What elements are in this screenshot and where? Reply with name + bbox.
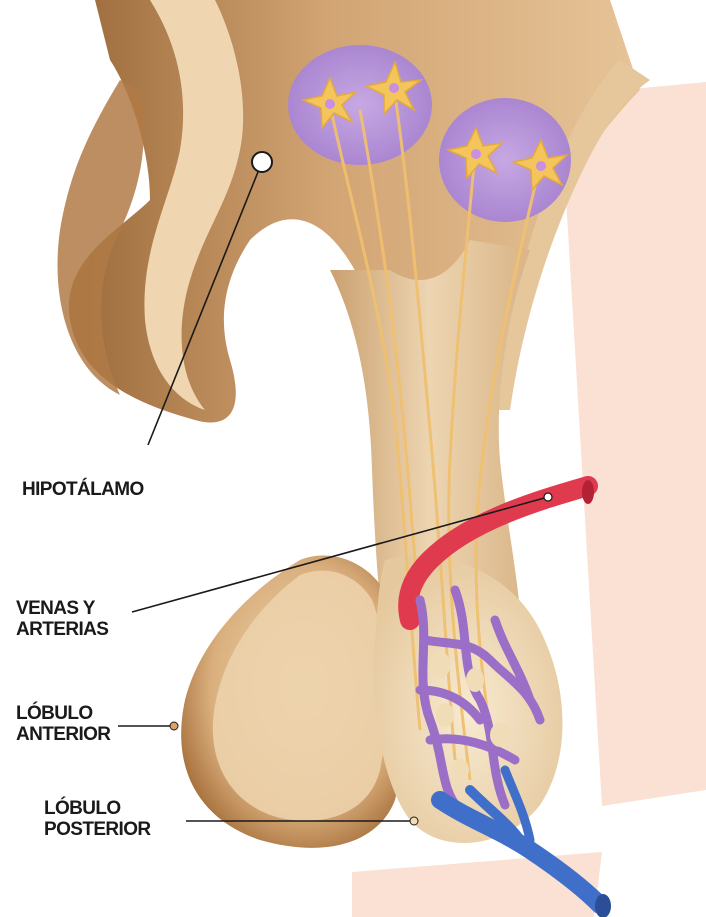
pointer-marker-anterior	[170, 722, 178, 730]
pointer-marker-venas	[544, 493, 552, 501]
label-lobulo-anterior: LÓBULO ANTERIOR	[16, 703, 110, 745]
background-panel	[560, 82, 706, 806]
label-hipotalamo: HIPOTÁLAMO	[22, 479, 144, 500]
label-lobulo-posterior: LÓBULO POSTERIOR	[44, 798, 151, 840]
pointer-marker-posterior	[410, 817, 418, 825]
label-venas-arterias: VENAS Y ARTERIAS	[16, 598, 108, 640]
label-posterior-line1: LÓBULO	[44, 798, 151, 819]
label-venas-line1: VENAS Y	[16, 598, 108, 619]
label-hipotalamo-text: HIPOTÁLAMO	[22, 479, 144, 500]
label-anterior-line2: ANTERIOR	[16, 724, 110, 745]
pointer-marker-hipotalamo	[252, 152, 272, 172]
label-venas-line2: ARTERIAS	[16, 619, 108, 640]
label-posterior-line2: POSTERIOR	[44, 819, 151, 840]
label-anterior-line1: LÓBULO	[16, 703, 110, 724]
